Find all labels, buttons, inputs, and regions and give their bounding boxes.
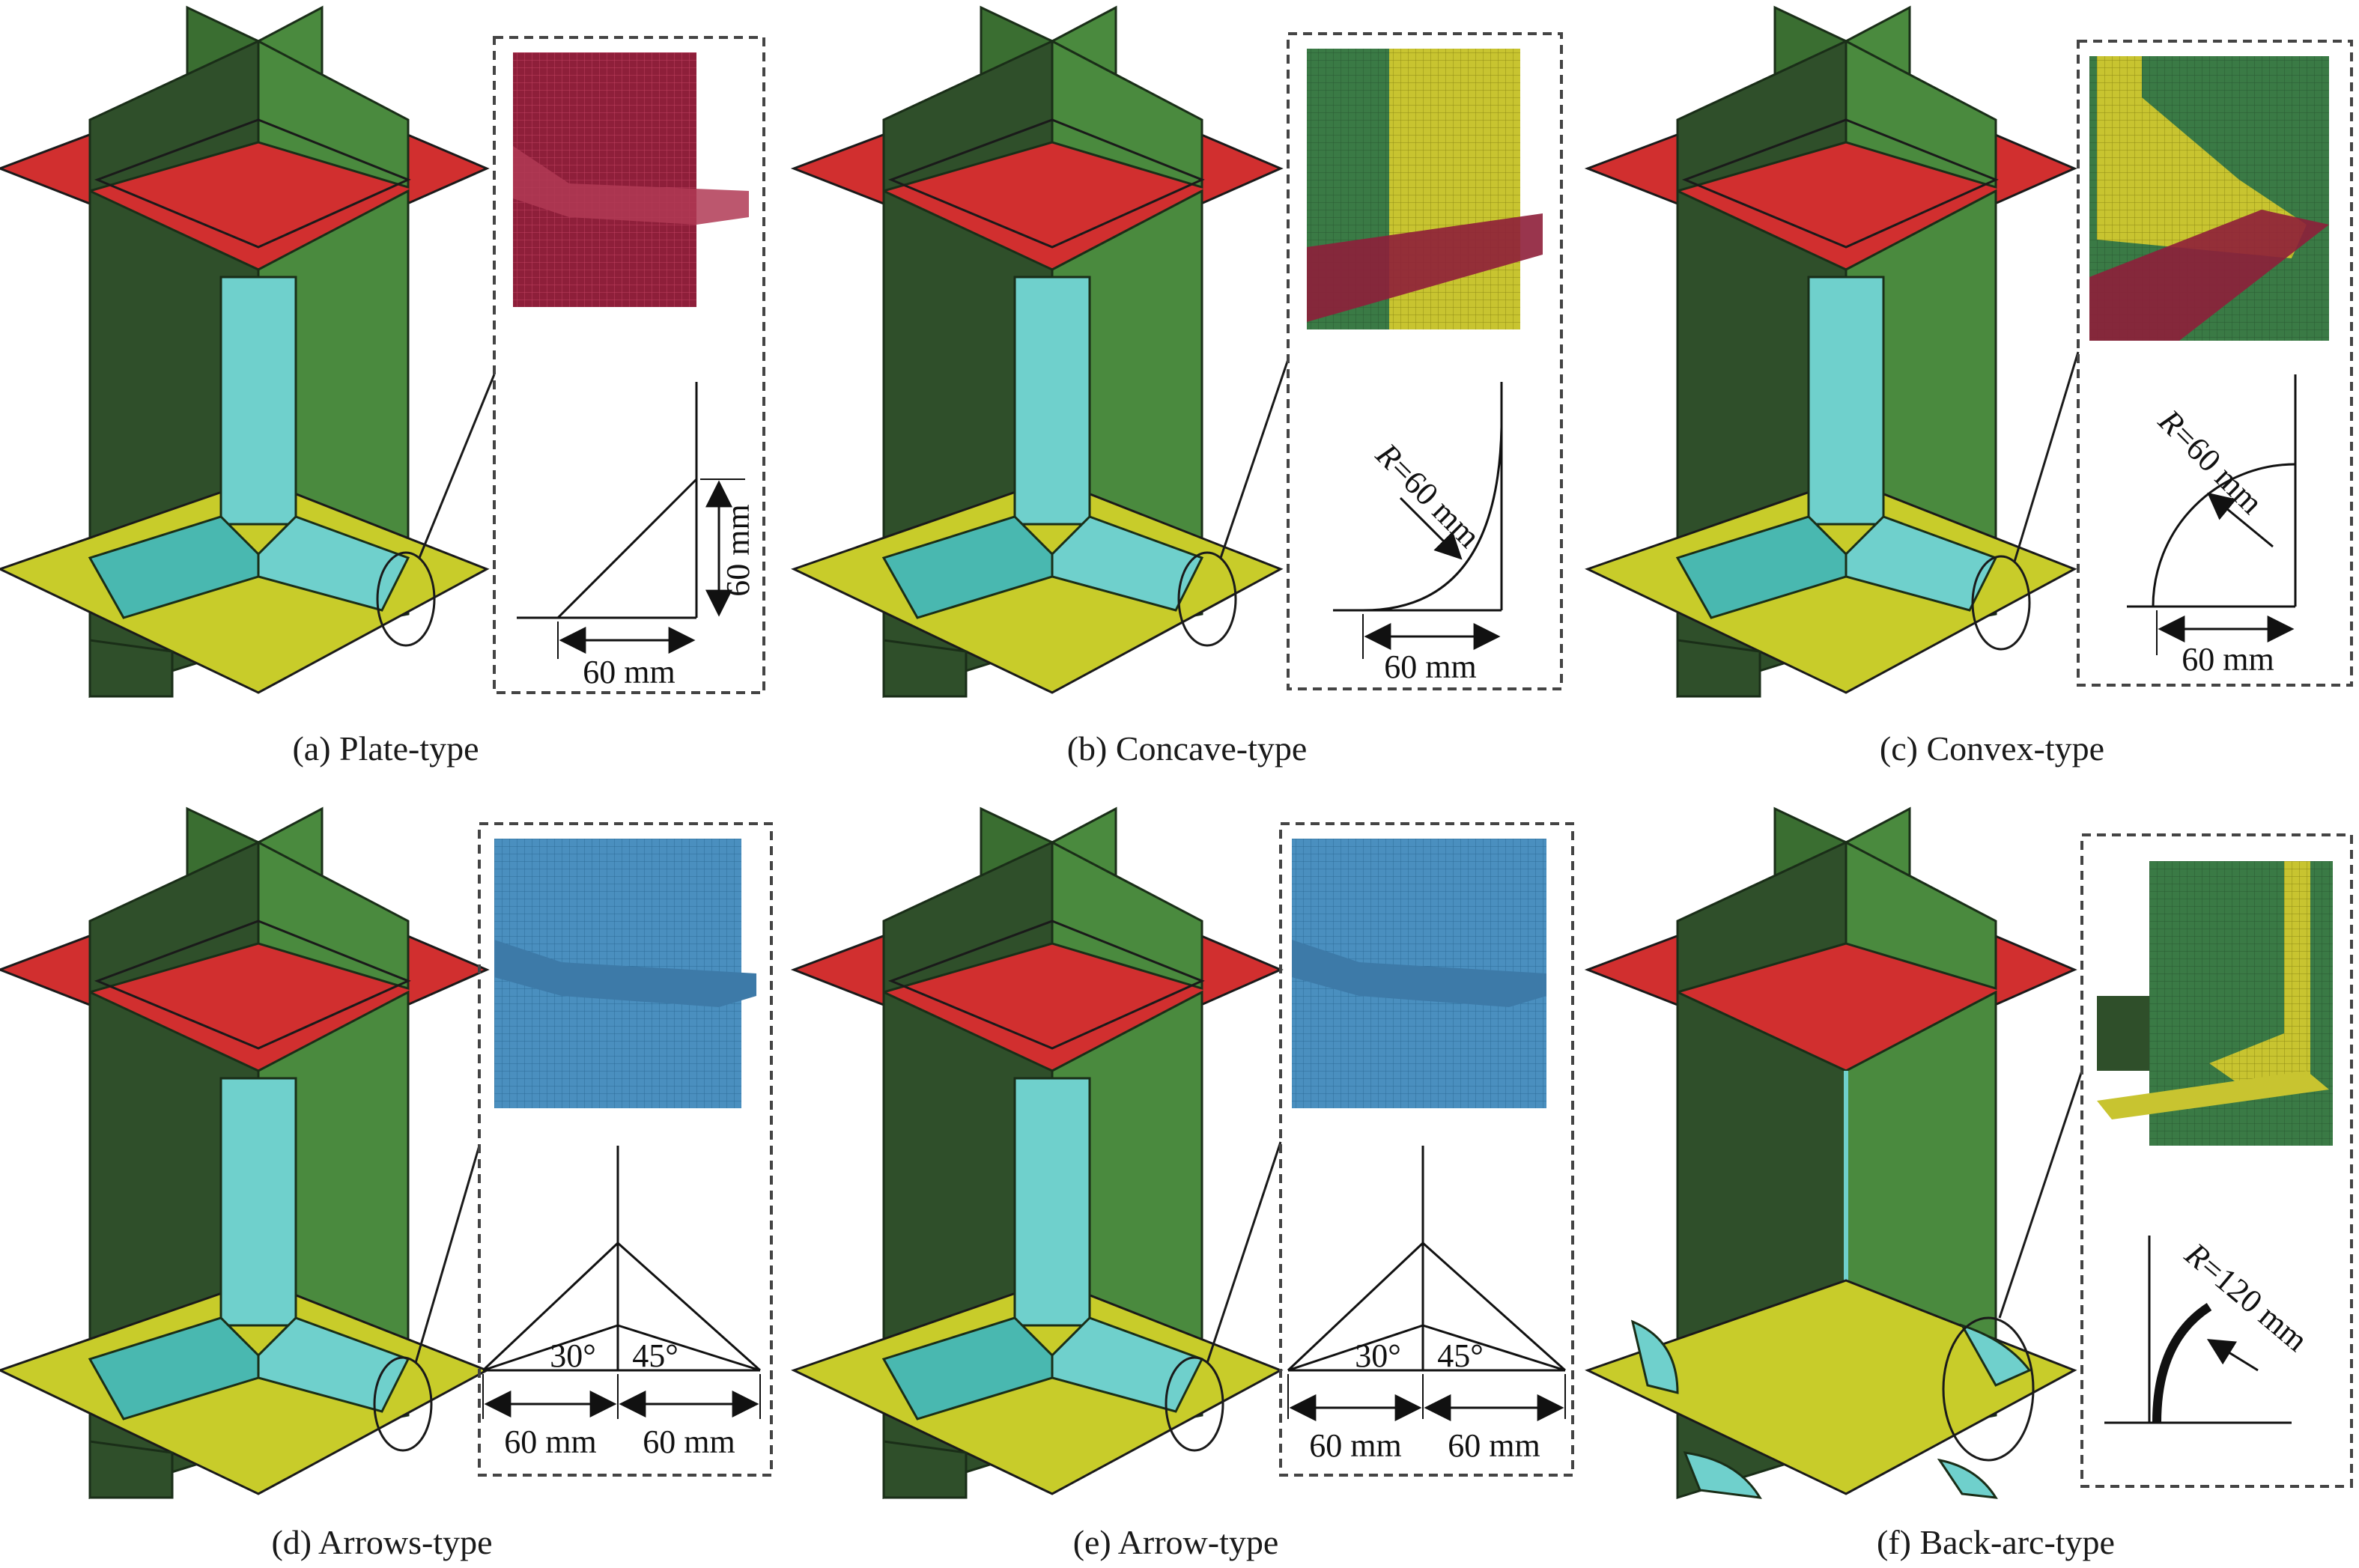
panel-e-caption: (e) Arrow-type xyxy=(1073,1523,1279,1561)
panel-a-mesh-image xyxy=(513,52,696,307)
panel-d-detail-circle xyxy=(373,1356,433,1452)
panel-a: 60 mm 60 mm (a) Plate-type xyxy=(0,6,765,768)
panel-f-section-drawing xyxy=(2104,1236,2292,1424)
panel-e-detail-box xyxy=(1279,822,1574,1477)
panel-f-detail-circle xyxy=(1942,1316,2035,1462)
panel-c-detail-circle xyxy=(1971,555,2031,651)
panel-c-section-drawing xyxy=(2127,374,2297,655)
panel-d-dim-right: 60 mm xyxy=(643,1423,735,1460)
panel-b-detail-circle xyxy=(1177,551,1237,647)
panel-f: R=120 mm (f) Back-arc-type xyxy=(1584,806,2353,1561)
panel-a-detail-circle xyxy=(376,551,436,647)
panel-d-angle-left: 30° xyxy=(550,1337,596,1374)
panel-e: 30° 45° 60 mm 60 mm (e) Arrow-type xyxy=(792,807,1574,1561)
panel-a-leader-line xyxy=(418,374,496,559)
panel-d-angle-right: 45° xyxy=(632,1337,678,1374)
panel-f-detail-box xyxy=(2080,833,2353,1488)
panel-d-section-drawing xyxy=(482,1146,762,1419)
panel-a-detail-box xyxy=(493,36,765,694)
panel-f-mesh-plate xyxy=(2097,1071,2329,1119)
panel-c-column-model xyxy=(1586,6,2076,698)
panel-c-mesh-plate xyxy=(2089,210,2329,341)
panel-c-caption: (c) Convex-type xyxy=(1880,729,2104,768)
panel-d-dim-left: 60 mm xyxy=(504,1423,596,1460)
panel-c-mesh-yellow xyxy=(2097,56,2307,258)
panel-e-column-model xyxy=(792,807,1282,1499)
panel-b-leader-line xyxy=(1219,359,1290,559)
panel-f-column-model xyxy=(1584,806,2077,1500)
panel-d-column-model xyxy=(0,807,488,1499)
panel-f-leader-line xyxy=(1998,1070,2083,1319)
panel-e-detail-circle xyxy=(1165,1356,1224,1452)
panel-a-mesh-stiffener xyxy=(513,146,749,225)
panel-f-dim-radius: R=120 mm xyxy=(2178,1235,2315,1358)
panel-d: 30° 45° 60 mm 60 mm (d) Arrows-type xyxy=(0,807,773,1561)
panel-f-mesh-yellow xyxy=(2209,861,2310,1090)
panel-c-dim-horizontal: 60 mm xyxy=(2182,641,2274,678)
panel-f-caption: (f) Back-arc-type xyxy=(1877,1523,2115,1561)
panel-e-angle-left: 30° xyxy=(1355,1337,1401,1374)
panel-e-dim-right: 60 mm xyxy=(1448,1427,1540,1464)
panel-a-section-drawing xyxy=(517,382,745,659)
panel-a-dim-horizontal: 60 mm xyxy=(583,654,675,690)
panel-b-mesh-plate xyxy=(1307,213,1543,322)
panel-b-dim-radius: R=60 mm xyxy=(1368,436,1487,555)
panel-b-dim-horizontal: 60 mm xyxy=(1384,648,1476,685)
panel-e-leader-line xyxy=(1206,1141,1282,1364)
panel-a-caption: (a) Plate-type xyxy=(292,729,479,768)
panel-d-leader-line xyxy=(414,1145,481,1364)
panel-e-mesh-stiffener xyxy=(1292,940,1546,1007)
panel-b-section-drawing xyxy=(1333,382,1503,659)
panel-c-dim-radius: R=60 mm xyxy=(2151,402,2270,521)
panel-d-caption: (d) Arrows-type xyxy=(271,1523,492,1561)
panel-a-dim-vertical: 60 mm xyxy=(720,504,756,596)
panel-a-column-model xyxy=(0,6,488,698)
panel-b-column-model xyxy=(792,6,1282,698)
panel-b-detail-box xyxy=(1287,32,1563,690)
panel-c: R=60 mm 60 mm (c) Convex-type xyxy=(1586,6,2353,768)
panel-b: R=60 mm 60 mm (b) Concave-type xyxy=(792,6,1563,768)
panel-c-leader-line xyxy=(2013,351,2080,562)
panel-d-detail-box xyxy=(478,822,773,1477)
panel-e-dim-left: 60 mm xyxy=(1309,1427,1401,1464)
panel-b-caption: (b) Concave-type xyxy=(1067,729,1308,768)
panel-d-mesh-stiffener xyxy=(494,940,756,1007)
panel-f-mesh-plate-left xyxy=(2097,996,2149,1071)
panel-e-section-drawing xyxy=(1287,1146,1567,1421)
panel-c-detail-box xyxy=(2077,40,2353,687)
panel-e-angle-right: 45° xyxy=(1437,1337,1484,1374)
